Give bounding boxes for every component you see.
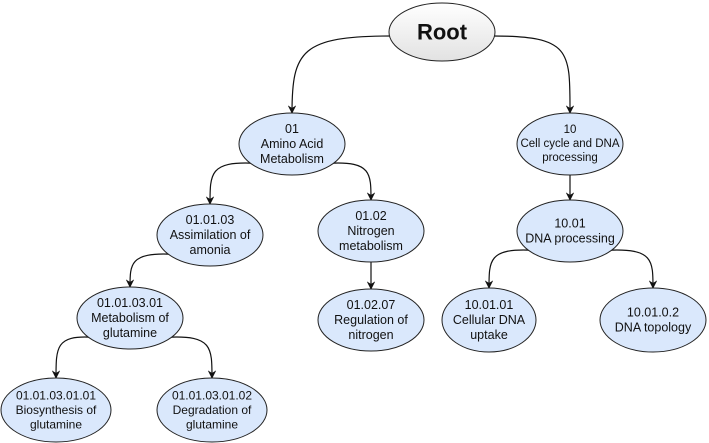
node-n1001-label-line: DNA processing <box>525 232 615 246</box>
node-n01010301-label-line: 01.01.03.01 <box>97 296 163 310</box>
node-root-label-line: Root <box>417 20 468 45</box>
node-n0101030102-label-line: Degradation of <box>173 403 252 417</box>
edges <box>51 35 658 379</box>
node-n01010301-label-line: Metabolism of <box>91 311 169 325</box>
node-n0102-label-line: 01.02 <box>355 209 386 223</box>
node-n100101-label-line: 10.01.01 <box>465 298 514 312</box>
node-n0101030102-label-line: 01.01.03.01.02 <box>172 389 252 403</box>
node-n10012-ellipse <box>599 287 707 353</box>
node-n01-ellipse <box>238 112 346 176</box>
edge-n01010301-to-n0101030102 <box>168 336 217 379</box>
node-n010207-label-line: Regulation of <box>334 313 408 327</box>
node-n010207-ellipse <box>317 288 425 352</box>
node-n1001-ellipse <box>516 199 624 263</box>
node-n10012-label-line: 10.01.0.2 <box>627 306 679 320</box>
node-n01010301-label-line: glutamine <box>103 326 157 340</box>
node-root: Root <box>388 2 496 62</box>
node-n0102-label-line: Nitrogen <box>347 224 394 238</box>
node-n10012-label-line: DNA topology <box>615 321 692 335</box>
node-n010103-ellipse <box>156 203 264 267</box>
node-n010103-label-line: 01.01.03 <box>186 213 235 227</box>
edge-n01-to-n010103 <box>205 162 254 205</box>
node-n01-label-line: Amino Acid <box>261 137 324 151</box>
node-n0101030101-label-line: 01.01.03.01.01 <box>16 389 96 403</box>
node-n10-label-line: 10 <box>564 124 577 136</box>
node-n010207-label-line: 01.02.07 <box>347 298 396 312</box>
edge-n01-to-n0102 <box>330 162 376 201</box>
node-n0101030102-ellipse <box>156 377 268 443</box>
node-n0101030101-label-line: glutamine <box>30 418 82 432</box>
node-n1001-label-line: 10.01 <box>554 217 585 231</box>
node-n0101030101-label-line: Biosynthesis of <box>16 403 97 417</box>
node-n0101030101-ellipse <box>0 377 112 443</box>
node-n010207-label-line: nitrogen <box>348 328 393 342</box>
node-n10-ellipse <box>516 112 624 176</box>
edge-n010103-to-n01010301 <box>125 253 172 288</box>
node-n0102-ellipse <box>317 199 425 263</box>
edge-root-to-n10 <box>492 35 575 114</box>
node-n01010301-ellipse <box>76 286 184 350</box>
edge-n01010301-to-n0101030101 <box>51 336 92 379</box>
node-n0101030102-label-line: glutamine <box>186 418 238 432</box>
node-n100101-ellipse <box>441 287 537 353</box>
node-n10-label-line: Cell cycle and DNA <box>520 138 619 150</box>
node-n10-label-line: processing <box>542 152 598 164</box>
node-n100101-label-line: uptake <box>470 328 508 342</box>
node-n01-label-line: 01 <box>285 122 299 136</box>
node-n010103-label-line: Assimilation of <box>170 228 251 242</box>
node-root-ellipse <box>388 2 496 62</box>
node-n01-label-line: Metabolism <box>260 152 324 166</box>
edge-root-to-n01 <box>287 35 392 114</box>
node-n100101-label-line: Cellular DNA <box>453 313 526 327</box>
edge-n1001-to-n100101 <box>484 249 532 289</box>
node-n010103-label-line: amonia <box>190 243 231 257</box>
node-n0102-label-line: metabolism <box>339 239 403 253</box>
edge-n1001-to-n10012 <box>608 249 658 289</box>
